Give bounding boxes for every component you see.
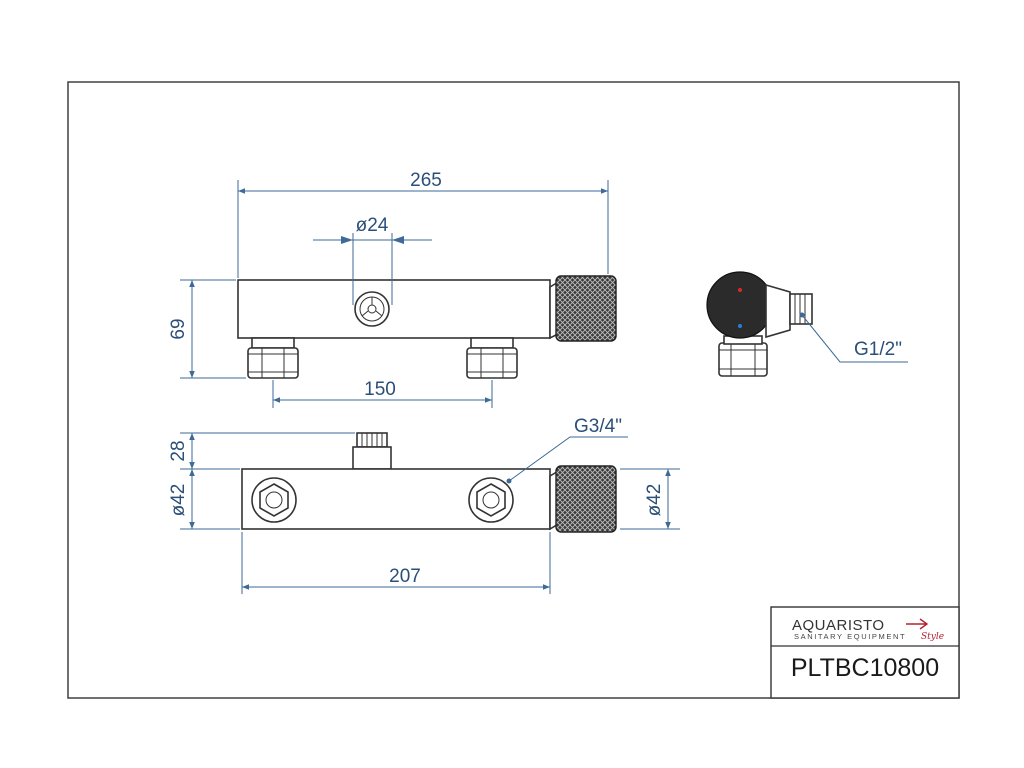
dim-label-g34: G3/4"	[574, 416, 622, 437]
inlet-nut-left	[247, 337, 299, 379]
hex-inlet-right	[468, 477, 514, 523]
side-thread-fitting	[789, 293, 813, 325]
leader-g12	[801, 314, 908, 363]
dim-label-g12: G1/2"	[854, 339, 902, 360]
inlet-nut-right	[466, 337, 518, 379]
leader-g34	[508, 436, 628, 482]
title-block: AQUARISTO SANITARY EQUIPMENT Style PLTBC…	[770, 606, 960, 699]
knob-dark-side	[706, 271, 774, 339]
drawing-frame	[67, 81, 960, 699]
hex-inlet-left	[251, 477, 297, 523]
bottom-view: G3/4" 28 ø42 ø42 207	[168, 416, 680, 594]
knurled-handle-top	[555, 275, 617, 342]
brand-logo-script: Style	[921, 632, 944, 642]
dim-label-150: 150	[364, 379, 396, 400]
side-view: G1/2"	[706, 271, 908, 377]
dim-label-28: 28	[168, 440, 189, 461]
dim-label-69: 69	[168, 318, 189, 339]
brand-arrow-icon	[906, 618, 929, 630]
dim-label-d42-right: ø42	[644, 484, 665, 517]
top-view: 265 ø24 69 150	[168, 170, 617, 408]
brand-logo-tagline: SANITARY EQUIPMENT	[794, 632, 906, 641]
temperature-knob-face	[354, 291, 390, 327]
mixer-body-top	[237, 279, 551, 339]
dim-label-d42-left: ø42	[168, 484, 189, 517]
dim-label-d24: ø24	[356, 215, 389, 236]
cold-marker	[738, 324, 742, 328]
knurled-handle-bottom	[555, 465, 617, 533]
side-body-wedge	[765, 283, 791, 339]
brand-logo-name: AQUARISTO	[792, 617, 885, 634]
dim-label-207: 207	[389, 566, 421, 587]
dim-label-265: 265	[410, 170, 442, 191]
hot-marker	[738, 288, 742, 292]
part-number: PLTBC10800	[791, 654, 939, 682]
side-inlet-nut	[718, 342, 768, 377]
